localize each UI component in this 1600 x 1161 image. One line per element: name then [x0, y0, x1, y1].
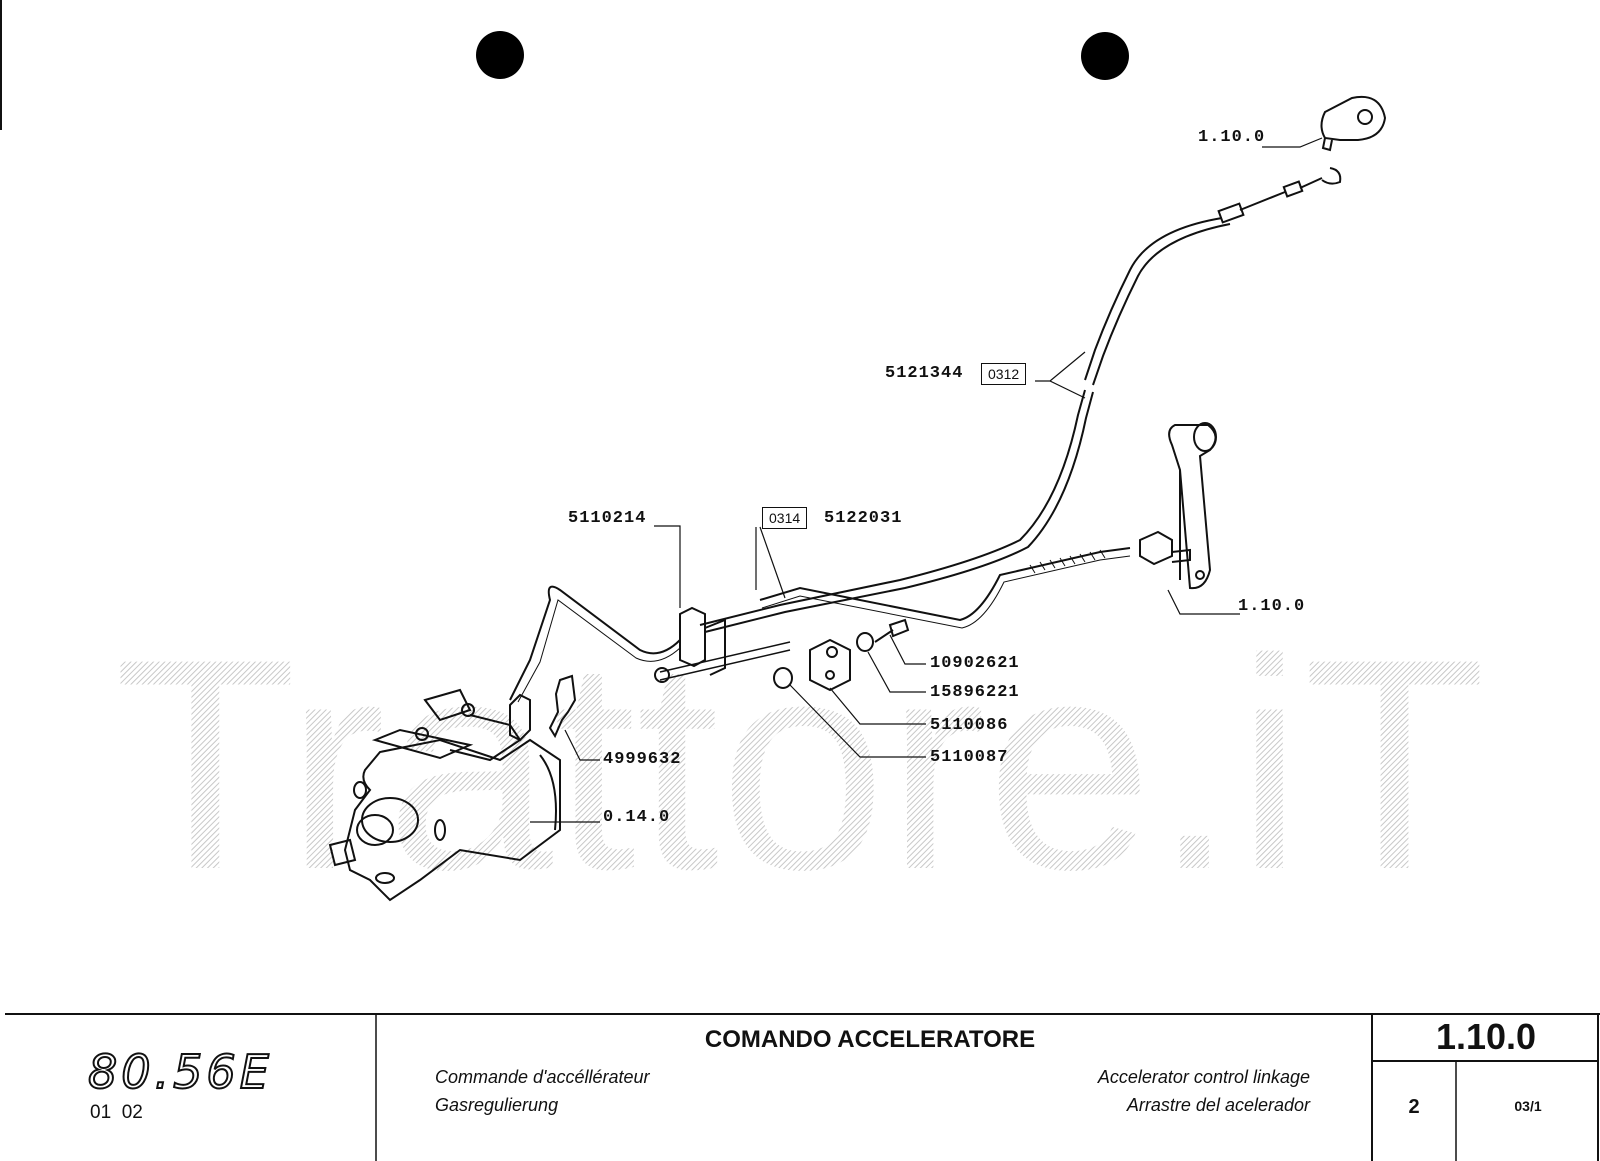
callout-block: 5110086 [930, 716, 1009, 735]
page-number: 2 [1408, 1096, 1420, 1118]
callout-cable-part: 5121344 [885, 364, 964, 383]
cable-lower [699, 389, 1086, 626]
section-number: 1.10.0 [1435, 1016, 1537, 1057]
subtitle-en: Accelerator control linkage [1097, 1067, 1310, 1087]
revision-code: 03/1 [1514, 1098, 1542, 1114]
page-title: COMANDO ACCELERATORE [704, 1026, 1036, 1053]
callout-bracket-part: 5110214 [568, 509, 647, 528]
callout-ref-pedal: 1.10.0 [1238, 597, 1306, 616]
spring-clip [548, 674, 577, 739]
pump-line [509, 585, 681, 701]
callout-ref-top: 1.10.0 [1198, 128, 1266, 147]
subtitle-de: Gasregulierung [435, 1095, 559, 1115]
washer [773, 667, 793, 689]
title-block [0, 1013, 1600, 1161]
punch-hole-left [476, 31, 524, 79]
punch-hole-right [1081, 32, 1129, 80]
callout-bolt: 10902621 [930, 654, 1020, 673]
callout-nut: 15896221 [930, 683, 1020, 702]
bolt [874, 618, 910, 643]
callout-cable-box: 0312 [981, 363, 1027, 385]
subtitle-es: Arrastre del acelerador [1126, 1095, 1310, 1115]
model-code: 80.56E [87, 1044, 273, 1100]
lever-hole [1357, 109, 1373, 125]
callout-rod-box: 0314 [762, 507, 808, 529]
stop-block [809, 638, 851, 692]
cable-eye [1321, 167, 1342, 185]
cable-sheath [1084, 217, 1223, 381]
mount-bracket [679, 606, 706, 668]
callout-clip: 4999632 [603, 750, 682, 769]
model-sub: 01 02 [90, 1102, 143, 1123]
accelerator-rod [759, 547, 1131, 622]
pump-shaft [328, 838, 357, 867]
callout-pump-ref: 0.14.0 [603, 808, 671, 827]
leader-lines [530, 137, 1323, 823]
lever-pin [1321, 137, 1333, 152]
subtitle-fr: Commande d'accéllérateur [435, 1067, 650, 1087]
upper-lever [1320, 96, 1387, 141]
watermark-text: Trattore.iT [114, 596, 1486, 932]
rod-block [1139, 530, 1173, 566]
callout-washer: 5110087 [930, 748, 1009, 767]
injection-pump [343, 738, 561, 902]
linkage-lines [328, 96, 1387, 902]
callout-rod-part: 5122031 [824, 509, 903, 528]
title-block-grid [5, 1013, 1600, 1161]
nut [856, 632, 874, 652]
punch-holes [476, 31, 1129, 80]
